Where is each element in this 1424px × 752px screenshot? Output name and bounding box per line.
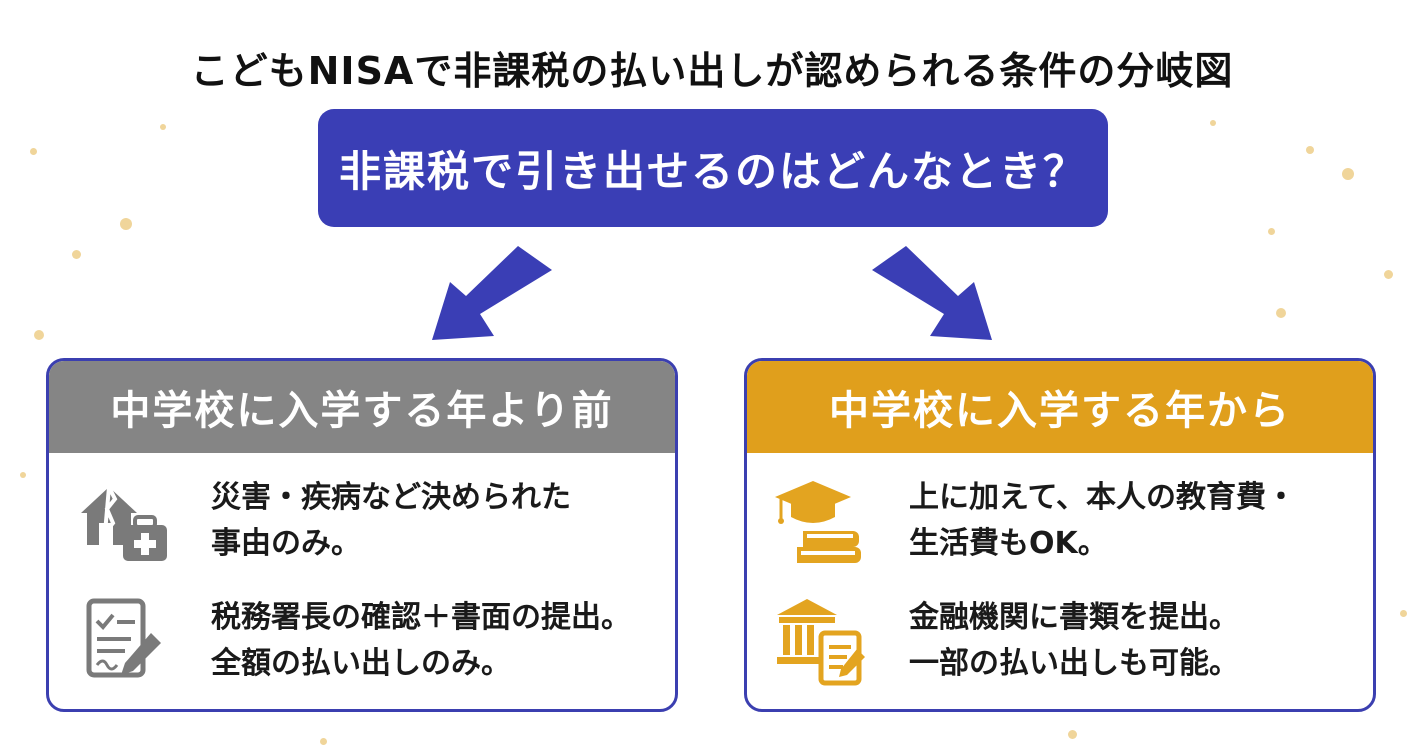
condition-text: 税務署長の確認＋書面の提出。 全額の払い出しのみ。: [211, 600, 631, 681]
bank-document-icon: [777, 599, 865, 686]
decor-dot: [1342, 168, 1354, 180]
decor-dot: [1400, 610, 1407, 617]
branch-card-before-middle-school: 中学校に入学する年より前 災害・疾病など決められた 事由のみ。 税務署長の確認＋…: [46, 358, 678, 712]
decor-dot: [72, 250, 81, 259]
decor-dot: [34, 330, 44, 340]
condition-text: 金融機関に書類を提出。 一部の払い出しも可能。: [909, 600, 1239, 681]
decor-dot: [1068, 730, 1077, 739]
decor-dot: [1268, 228, 1275, 235]
decor-dot: [1384, 270, 1393, 279]
branch-header-label: 中学校に入学する年から: [829, 388, 1291, 434]
decor-dot: [1306, 146, 1314, 154]
branch-header: 中学校に入学する年より前: [49, 361, 675, 453]
decor-dot: [120, 218, 132, 230]
condition-item: 上に加えて、本人の教育費・ 生活費もOK。: [773, 473, 1296, 569]
condition-item: 金融機関に書類を提出。 一部の払い出しも可能。: [773, 593, 1239, 689]
question-text: 非課税で引き出せるのはどんなとき？: [338, 146, 1087, 196]
left-arrow: [432, 246, 552, 340]
branch-header: 中学校に入学する年から: [747, 361, 1373, 453]
graduation-books-icon: [775, 481, 861, 563]
condition-text: 災害・疾病など決められた 事由のみ。: [211, 480, 571, 561]
decor-dot: [30, 148, 37, 155]
condition-text: 上に加えて、本人の教育費・ 生活費もOK。: [909, 480, 1296, 561]
decor-dot: [320, 738, 327, 745]
page-title: こどもNISAで非課税の払い出しが認められる条件の分岐図: [190, 49, 1234, 93]
decor-dot: [20, 472, 26, 478]
condition-item: 税務署長の確認＋書面の提出。 全額の払い出しのみ。: [75, 593, 631, 689]
right-arrow: [872, 246, 992, 340]
decor-dot: [1276, 308, 1286, 318]
condition-item: 災害・疾病など決められた 事由のみ。: [75, 473, 571, 569]
signed-document-icon: [86, 598, 161, 678]
decor-dot: [160, 124, 166, 130]
decor-dot: [1210, 120, 1216, 126]
branch-header-label: 中学校に入学する年より前: [110, 388, 614, 434]
branch-card-from-middle-school: 中学校に入学する年から 上に加えて、本人の教育費・ 生活費もOK。: [744, 358, 1376, 712]
disaster-medical-icon: [81, 479, 167, 561]
question-box: 非課税で引き出せるのはどんなとき？: [318, 109, 1108, 227]
